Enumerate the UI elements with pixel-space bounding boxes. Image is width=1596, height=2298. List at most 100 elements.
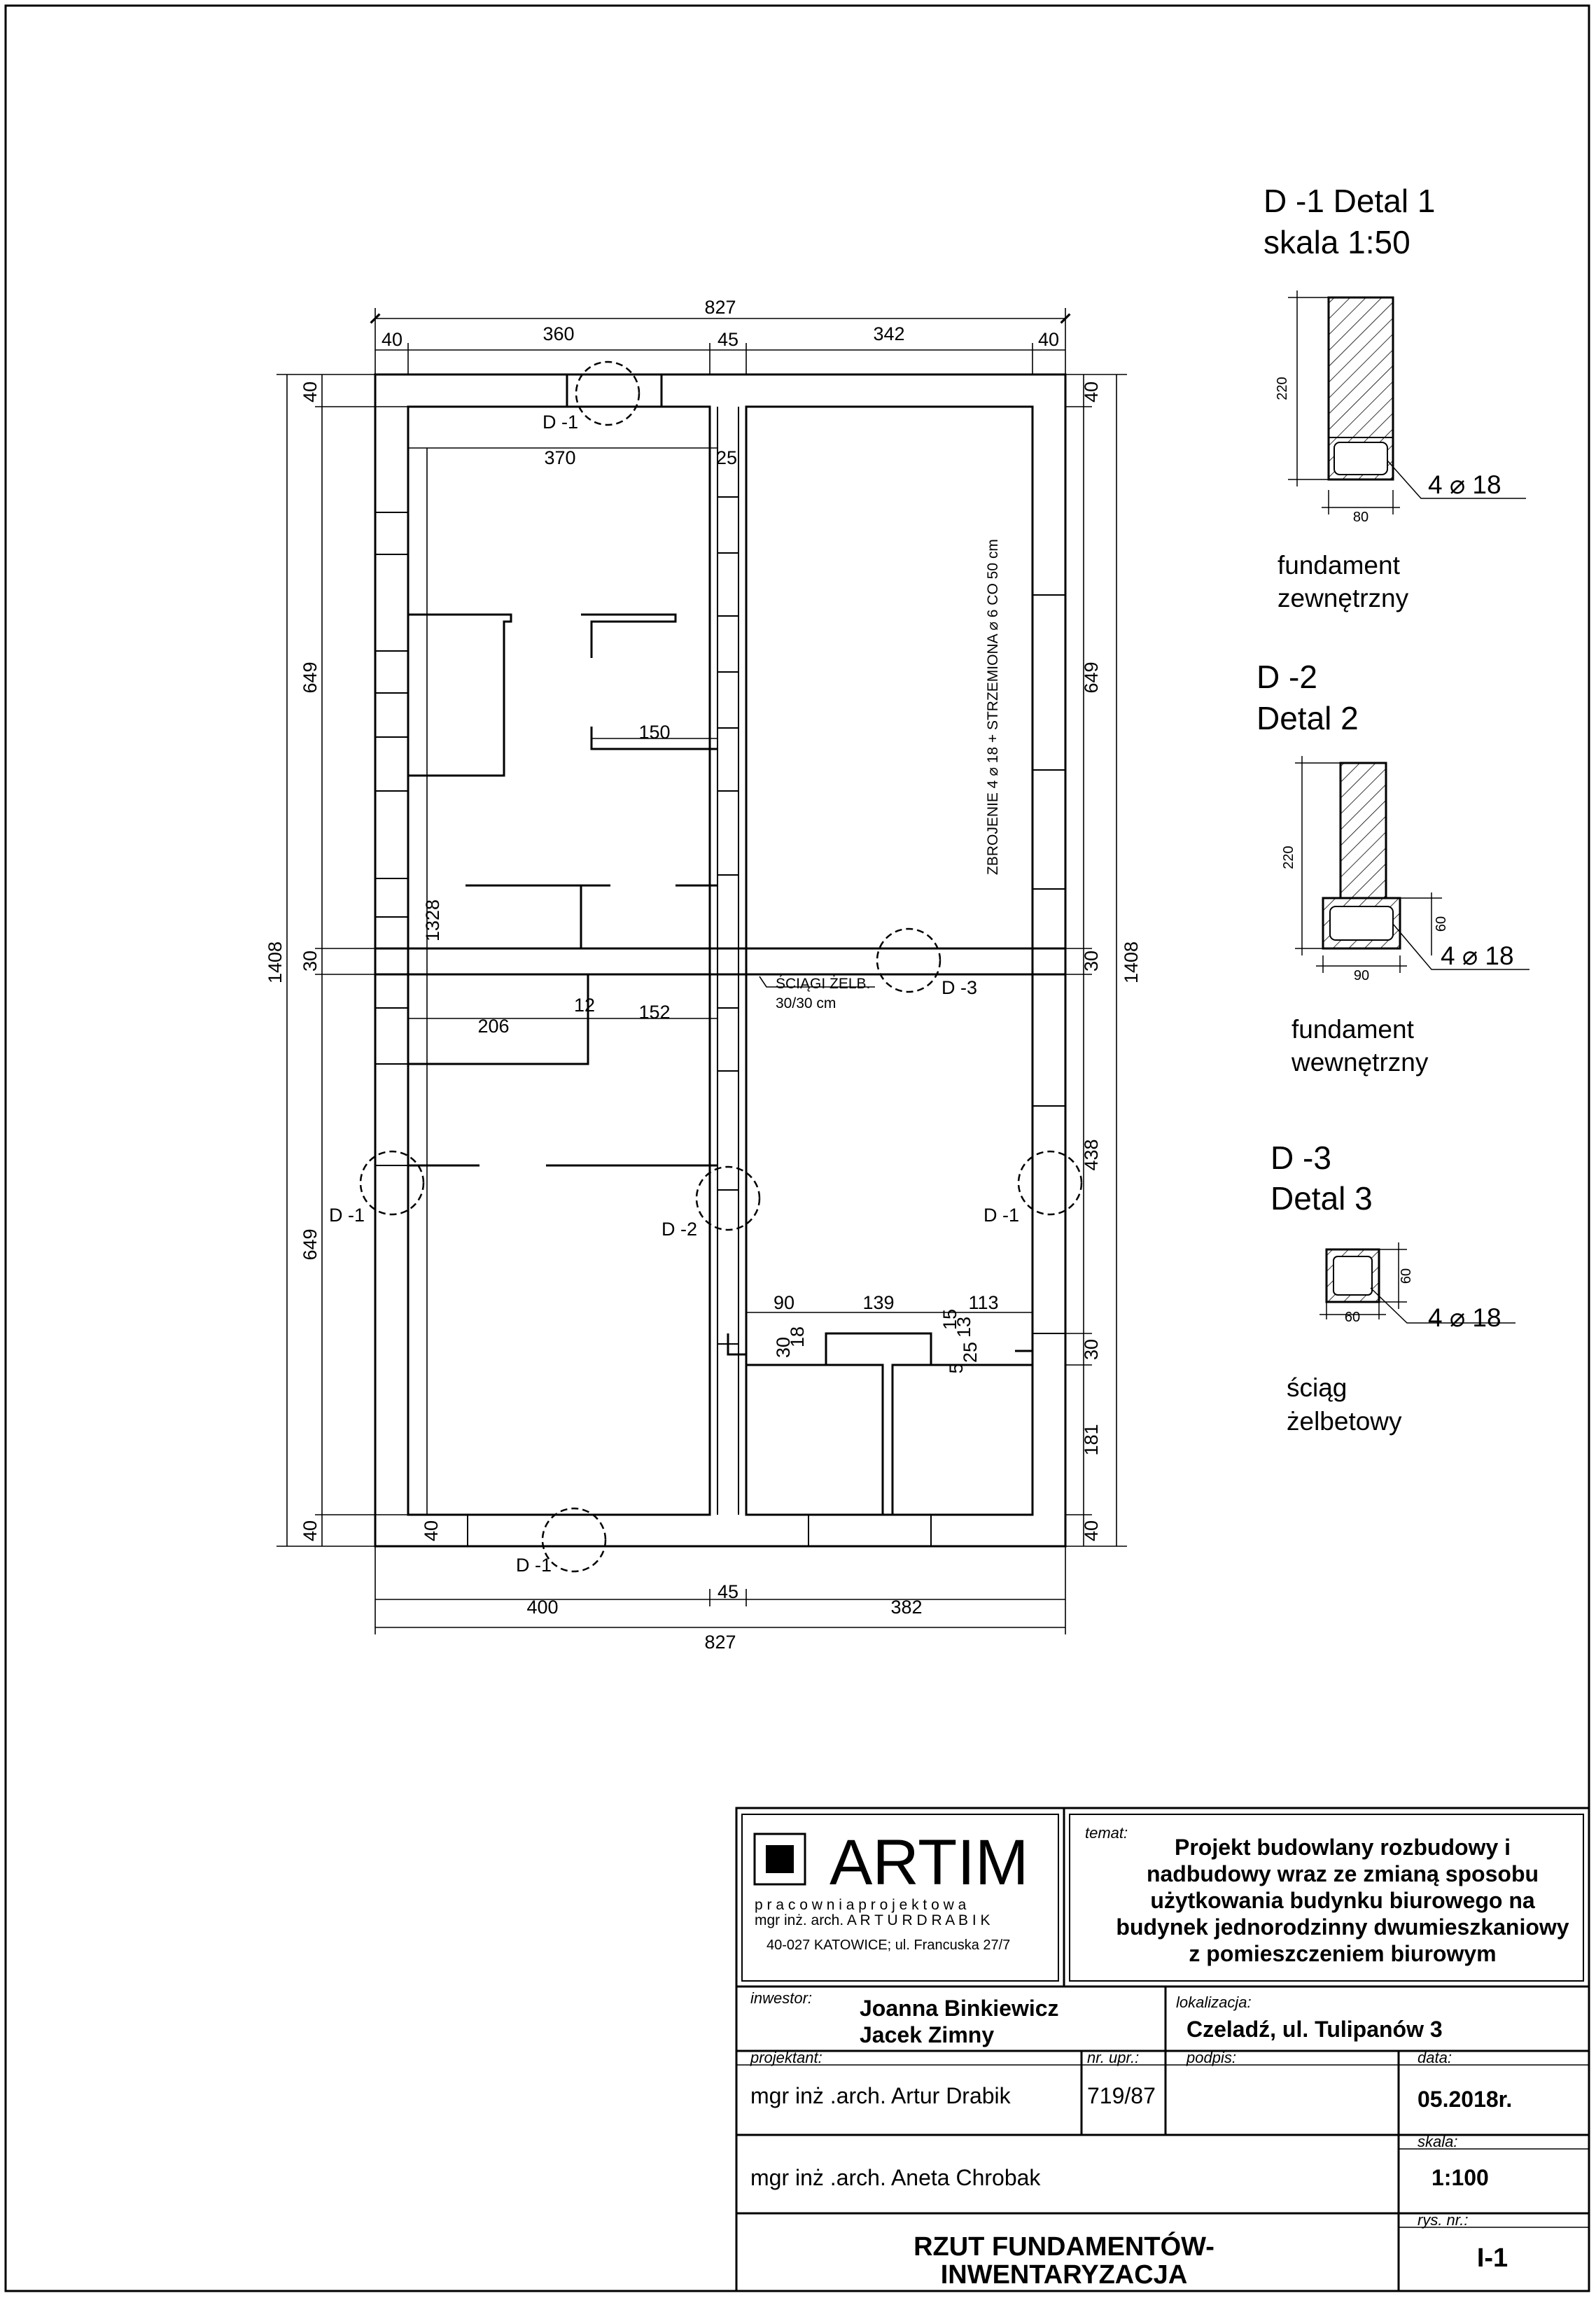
podpis-label: podpis: xyxy=(1186,2049,1236,2066)
dim-stair-18: 18 xyxy=(787,1326,808,1347)
outer-wall xyxy=(374,373,1067,1548)
detail-1-title: D -1 Detal 1 xyxy=(1264,183,1435,219)
detail-marker-labels: D -1 D -1 D -2 D -1 D -1 D -3 xyxy=(329,412,1019,1576)
detail-3-width: 60 xyxy=(1345,1310,1360,1325)
floor-plan xyxy=(374,373,1067,1548)
temat-line-1: Projekt budowlany rozbudowy i xyxy=(1175,1835,1511,1860)
marker-bottom: D -1 xyxy=(516,1555,552,1576)
dim-right-438: 438 xyxy=(1081,1139,1102,1170)
dim-left-total: 1408 xyxy=(265,941,286,983)
dim-stair-139: 139 xyxy=(862,1292,894,1313)
inwestor-2: Jacek Zimny xyxy=(860,2022,994,2047)
dim-top-left-room: 360 xyxy=(542,323,574,344)
detail-circle-top xyxy=(575,360,640,426)
dim-left-mid: 30 xyxy=(300,951,321,972)
dim-152: 152 xyxy=(638,1002,670,1023)
dim-right-top-wall: 40 xyxy=(1081,381,1102,402)
skala-value: 1:100 xyxy=(1432,2165,1489,2190)
logo-address: 40-027 KATOWICE; ul. Francuska 27/7 xyxy=(766,1938,1010,1953)
marker-top: D -1 xyxy=(542,412,578,433)
temat-line-2: nadbudowy wraz ze zmianą sposobu xyxy=(1147,1861,1539,1886)
detail-1: D -1 Detal 1 skala 1:50 220 80 4 ⌀ 18 fu… xyxy=(1264,183,1526,612)
temat-line-3: użytkowania budynku biurowego na xyxy=(1150,1888,1535,1913)
inwestor-1: Joanna Binkiewicz xyxy=(860,1996,1059,2021)
projektant-label: projektant: xyxy=(750,2049,822,2066)
rys-label: rys. nr.: xyxy=(1418,2211,1469,2229)
detail-3-caption-1: ściąg xyxy=(1287,1373,1347,1402)
dimension-lines xyxy=(276,308,1127,1634)
detail-2-width: 90 xyxy=(1354,968,1369,983)
dim-stair-113: 113 xyxy=(968,1292,998,1313)
title-block xyxy=(735,1807,1590,2292)
drawing-title-1: RZUT FUNDAMENTÓW- xyxy=(913,2231,1214,2262)
data-value: 05.2018r. xyxy=(1418,2087,1512,2112)
detail-3: D -3 Detal 3 60 60 4 ⌀ 18 ściąg żelbetow… xyxy=(1270,1140,1516,1436)
dim-right-mid: 30 xyxy=(1081,951,1102,972)
dim-right-upper: 649 xyxy=(1081,661,1102,693)
dim-top-right-room: 342 xyxy=(873,323,904,344)
tie-label-1: ŚCIĄGI ŻELB. xyxy=(776,975,870,992)
logo-author: mgr inż. arch. A R T U R D R A B I K xyxy=(755,1912,990,1928)
drawing-title-2: INWENTARYZACJA xyxy=(941,2260,1188,2290)
detail-2-title-1: D -2 xyxy=(1256,659,1317,695)
temat-line-5: z pomieszczeniem biurowym xyxy=(1189,1941,1496,1966)
nr-upr-label: nr. upr.: xyxy=(1087,2049,1139,2066)
dim-top-left-wall: 40 xyxy=(382,329,402,350)
detail-3-title-1: D -3 xyxy=(1270,1140,1331,1176)
dim-left-upper: 649 xyxy=(300,661,321,693)
dim-stair-30: 30 xyxy=(773,1337,794,1358)
marker-tie: D -3 xyxy=(941,977,977,998)
dim-bottom-right: 382 xyxy=(890,1597,922,1618)
detail-1-width: 80 xyxy=(1353,510,1368,525)
detail-1-height: 220 xyxy=(1275,377,1290,400)
dim-206: 206 xyxy=(477,1016,509,1037)
marker-right: D -1 xyxy=(983,1205,1019,1226)
detail-2: D -2 Detal 2 220 60 90 4 ⌀ 18 fundament … xyxy=(1256,659,1530,1077)
dim-top-total: 827 xyxy=(704,297,736,318)
detail-2-title-2: Detal 2 xyxy=(1256,700,1359,736)
lokalizacja-value: Czeladź, ul. Tulipanów 3 xyxy=(1186,2017,1443,2042)
detail-circle-center xyxy=(695,1165,761,1231)
skala-label: skala: xyxy=(1418,2133,1457,2150)
dim-stair-5: 5 xyxy=(946,1363,967,1373)
detail-2-rebar: 4 ⌀ 18 xyxy=(1441,941,1514,970)
dim-top-right-wall: 40 xyxy=(1038,329,1059,350)
detail-3-rebar: 4 ⌀ 18 xyxy=(1428,1303,1502,1332)
dim-bottom-total: 827 xyxy=(704,1632,736,1653)
dim-left-top-wall: 40 xyxy=(300,381,321,402)
logo-sub: p r a c o w n i a p r o j e k t o w a xyxy=(755,1897,967,1913)
detail-1-rebar: 4 ⌀ 18 xyxy=(1428,470,1502,499)
dimension-texts: 827 40 360 45 342 40 370 25 150 206 12 1… xyxy=(265,297,1142,1653)
dim-stair-90: 90 xyxy=(774,1292,794,1313)
lokalizacja-label: lokalizacja: xyxy=(1176,1994,1252,2011)
dim-bottom-left: 400 xyxy=(526,1597,558,1618)
detail-circle-tie xyxy=(876,927,941,993)
data-label: data: xyxy=(1418,2049,1452,2066)
dim-1328: 1328 xyxy=(422,899,443,941)
detail-1-caption-2: zewnętrzny xyxy=(1278,584,1409,612)
reinforcement-note: ZBROJENIE 4 ⌀ 18 + STRZEMIONA ⌀ 6 CO 50 … xyxy=(985,539,1001,875)
dim-top-mid-wall: 45 xyxy=(718,329,738,350)
detail-2-height: 220 xyxy=(1281,846,1296,869)
detail-circle-left xyxy=(359,1150,425,1216)
projektant-2: mgr inż .arch. Aneta Chrobak xyxy=(750,2165,1041,2190)
tie-label-2: 30/30 cm xyxy=(776,995,836,1011)
marker-center: D -2 xyxy=(662,1219,697,1240)
detail-3-title-2: Detal 3 xyxy=(1270,1180,1373,1217)
dim-stair-15: 15 xyxy=(939,1309,960,1330)
detail-1-caption-1: fundament xyxy=(1278,551,1401,580)
detail-2-caption-1: fundament xyxy=(1292,1015,1415,1044)
dim-left-bottom-wall: 40 xyxy=(300,1520,321,1541)
detail-2-footing-h: 60 xyxy=(1434,916,1449,932)
detail-circle-bottom xyxy=(541,1507,607,1573)
detail-2-caption-2: wewnętrzny xyxy=(1291,1048,1429,1077)
artim-logo-square xyxy=(753,1833,806,1886)
dim-stair-13: 13 xyxy=(953,1317,974,1338)
nr-upr-value: 719/87 xyxy=(1087,2083,1156,2108)
logo-name: ARTIM xyxy=(830,1827,1029,1898)
dim-inner-370: 370 xyxy=(544,447,575,468)
dim-right-30b: 30 xyxy=(1081,1339,1102,1360)
temat-label: temat: xyxy=(1085,1824,1128,1842)
dim-bottom-inner-40: 40 xyxy=(421,1520,442,1541)
